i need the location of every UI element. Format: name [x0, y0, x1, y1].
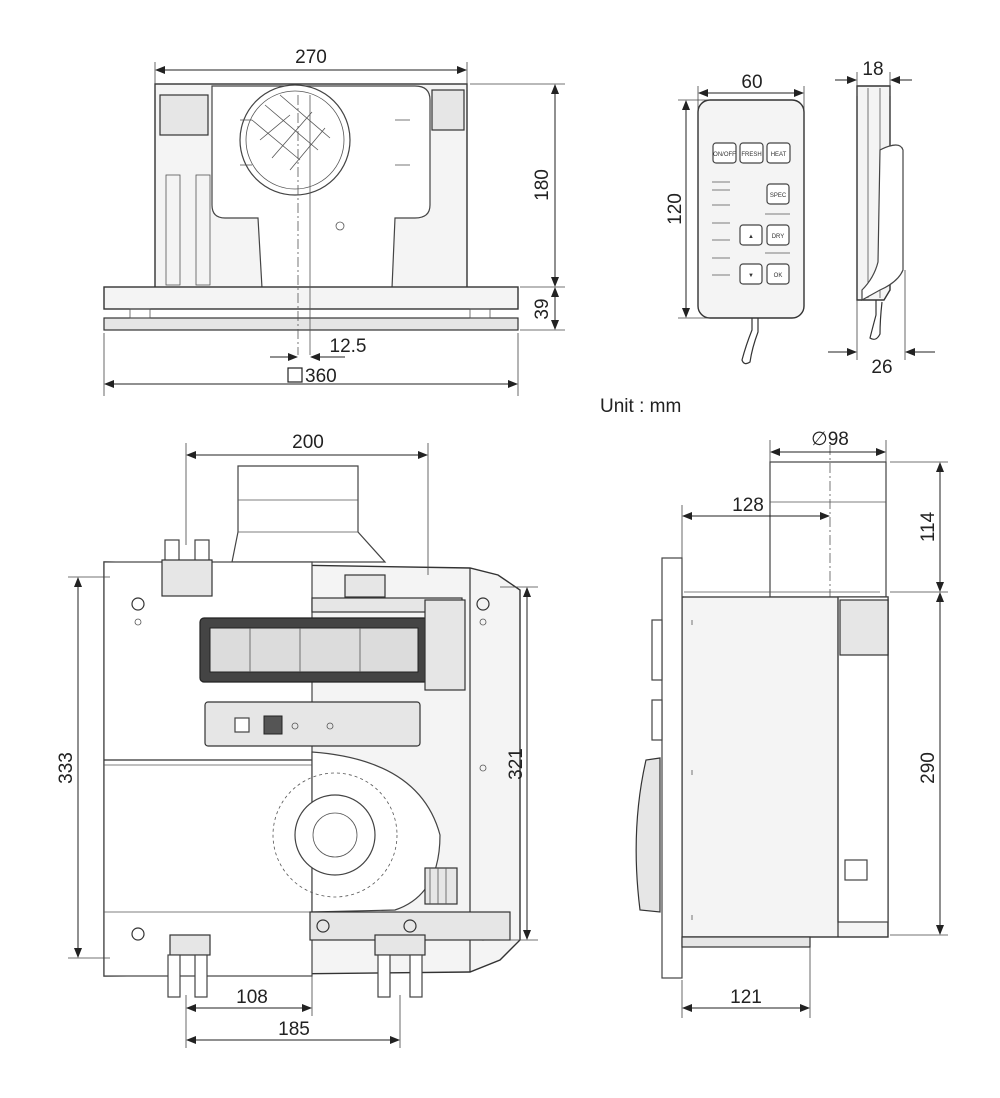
svg-text:DRY: DRY: [772, 234, 785, 240]
top-view-grille: [103, 317, 519, 331]
remote-control-front: ON/OFF FRESH HEAT SPEC ▲ DRY ▼ OK 60 12: [665, 72, 805, 365]
dim-121: 121: [730, 987, 762, 1008]
square-symbol-icon: [287, 367, 303, 383]
remote-button-2[interactable]: [739, 142, 764, 164]
remote-button-up[interactable]: [739, 224, 763, 246]
remote-button-3[interactable]: [766, 142, 791, 164]
svg-text:ON/OFF: ON/OFF: [713, 152, 736, 158]
dim-180: 180: [532, 169, 553, 201]
side-ceiling-panel: [661, 557, 683, 979]
dim-26: 26: [871, 357, 892, 378]
front-duct: [231, 465, 387, 563]
remote-indicator-marks: [712, 181, 790, 276]
remote-button-1[interactable]: [712, 142, 737, 164]
svg-text:SPEC: SPEC: [770, 193, 787, 199]
side-duct: [769, 461, 887, 598]
remote-body: [697, 99, 805, 319]
front-fan-wheel: [294, 794, 376, 876]
dim-114: 114: [918, 511, 939, 542]
dim-39: 39: [532, 298, 553, 319]
remote-holder: [861, 144, 904, 302]
dim-333: 333: [56, 752, 77, 784]
side-grille-handle: [635, 757, 661, 913]
remote-button-4[interactable]: [766, 183, 790, 205]
dim-120: 120: [665, 193, 686, 225]
front-control-box: [204, 701, 421, 747]
top-view-bracket-right: [431, 89, 465, 131]
dim-270: 270: [295, 47, 327, 68]
svg-text:▲: ▲: [748, 234, 754, 240]
remote-control-side: 18 26: [828, 59, 935, 378]
svg-text:OK: OK: [774, 273, 783, 279]
remote-button-6[interactable]: [766, 263, 790, 285]
top-view-bracket-left: [159, 94, 209, 136]
dim-200: 200: [292, 432, 324, 453]
front-bottom-brackets: [167, 919, 426, 998]
dim-18: 18: [862, 59, 883, 80]
dim-108: 108: [236, 987, 268, 1008]
dim-12-5: 12.5: [330, 336, 367, 357]
side-view: ∅98 128 114 290 121: [635, 429, 948, 1018]
dim-321: 321: [506, 748, 527, 780]
dim-60: 60: [741, 72, 762, 93]
svg-text:HEAT: HEAT: [771, 152, 787, 158]
dim-360: 360: [305, 366, 337, 387]
top-view-flange: [103, 286, 519, 310]
dim-290: 290: [918, 752, 939, 784]
unit-label: Unit : mm: [600, 396, 681, 417]
dim-185: 185: [278, 1019, 310, 1040]
top-view: 270 180 39 12.5 360: [103, 47, 565, 396]
top-view-duct-outlet: [239, 84, 351, 196]
front-top-brackets: [161, 539, 213, 597]
svg-text:FRESH: FRESH: [741, 152, 761, 158]
remote-button-down[interactable]: [739, 263, 763, 285]
dim-128: 128: [732, 495, 764, 516]
front-view: 200 333 321 108 185: [56, 432, 538, 1048]
remote-button-5[interactable]: [766, 224, 790, 246]
dim-98: ∅98: [811, 429, 849, 450]
svg-text:▼: ▼: [748, 273, 754, 279]
